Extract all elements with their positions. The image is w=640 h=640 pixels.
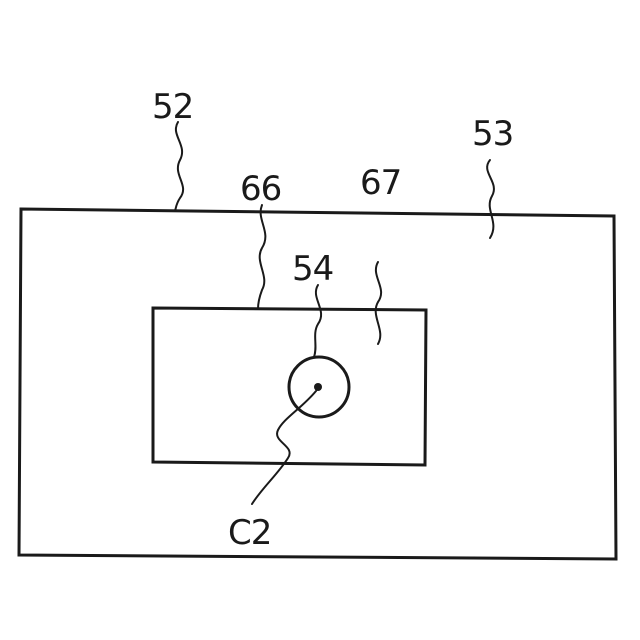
label-66: 66 bbox=[240, 169, 281, 209]
leader-line-67 bbox=[376, 262, 381, 344]
label-53: 53 bbox=[472, 114, 513, 154]
leader-line-54 bbox=[314, 285, 321, 357]
label-52: 52 bbox=[152, 87, 193, 127]
leader-line-c2 bbox=[252, 391, 316, 504]
center-point bbox=[314, 383, 322, 391]
leader-line-66 bbox=[258, 205, 265, 309]
label-54: 54 bbox=[292, 249, 333, 289]
label-67: 67 bbox=[360, 163, 401, 203]
label-c2: C2 bbox=[228, 513, 271, 553]
leader-line-52 bbox=[175, 122, 183, 211]
leader-line-53 bbox=[487, 160, 494, 238]
